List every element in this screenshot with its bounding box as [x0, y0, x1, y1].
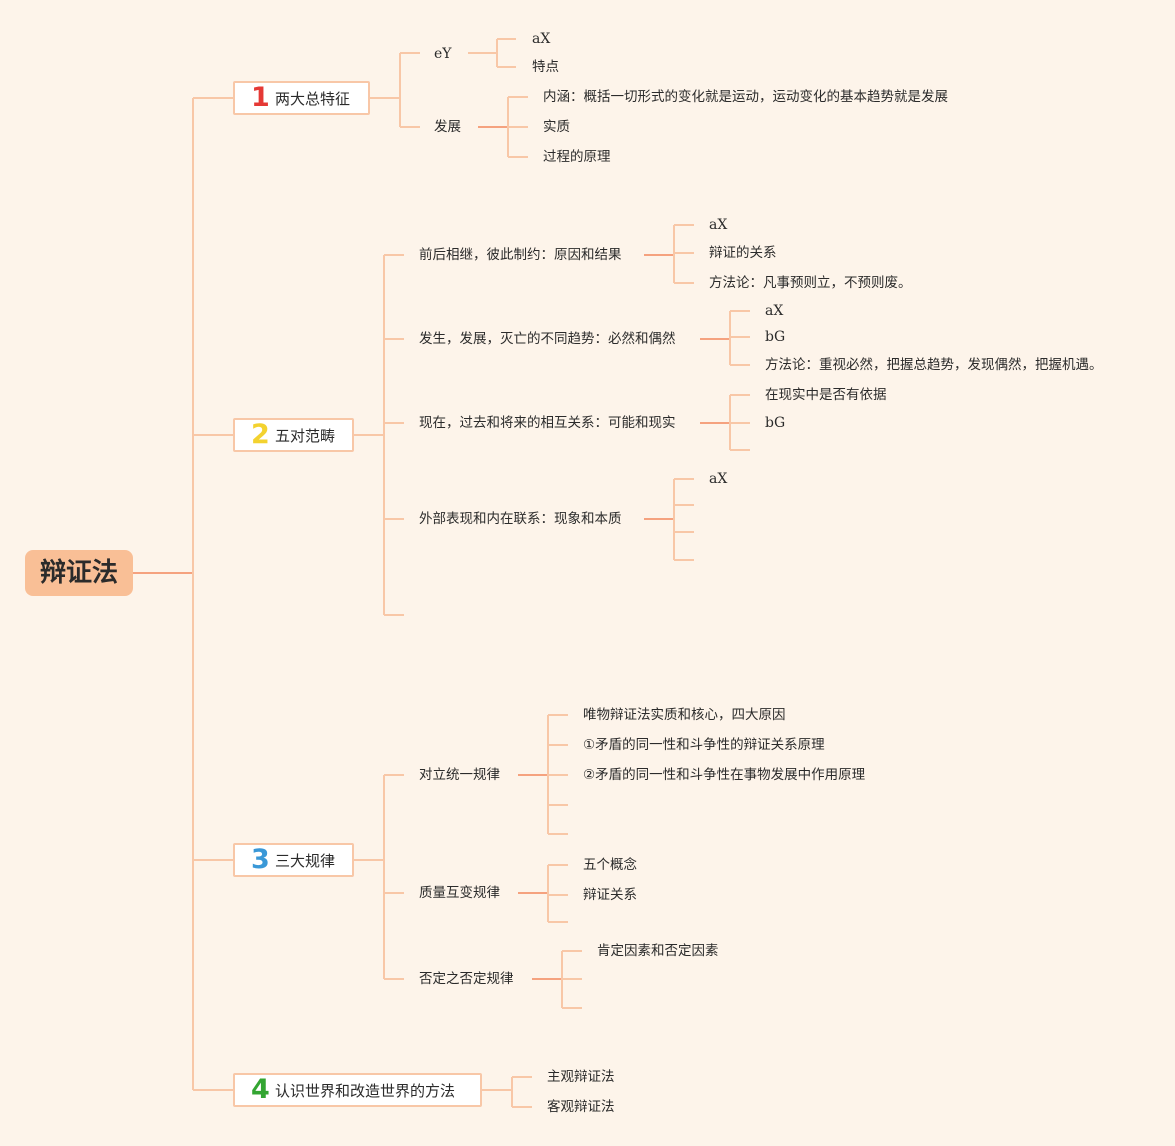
- leaf-node[interactable]: bG: [765, 329, 786, 345]
- topic-node[interactable]: eY: [434, 46, 452, 62]
- leaf-node[interactable]: 辩证的关系: [709, 245, 777, 261]
- branch-label: 认识世界和改造世界的方法: [275, 1081, 456, 1100]
- leaf-node[interactable]: 实质: [543, 119, 570, 135]
- topic-node[interactable]: 质量互变规律: [419, 885, 500, 901]
- number-4-icon: 4: [251, 1074, 270, 1105]
- branch-node-4[interactable]: 4 认识世界和改造世界的方法: [233, 1073, 482, 1107]
- number-1-icon: 1: [251, 82, 270, 113]
- leaf-node[interactable]: 内涵：概括一切形式的变化就是运动，运动变化的基本趋势就是发展: [543, 89, 948, 105]
- leaf-node[interactable]: 主观辩证法: [547, 1069, 615, 1085]
- leaf-node[interactable]: aX: [709, 471, 728, 487]
- leaf-node[interactable]: 唯物辩证法实质和核心，四大原因: [583, 707, 786, 723]
- topic-node[interactable]: 前后相继，彼此制约：原因和结果: [419, 247, 622, 263]
- leaf-node[interactable]: bG: [765, 415, 786, 431]
- leaf-node[interactable]: 客观辩证法: [547, 1099, 615, 1115]
- topic-node[interactable]: 外部表现和内在联系：现象和本质: [419, 511, 622, 527]
- topic-node[interactable]: 否定之否定规律: [419, 971, 514, 987]
- branch-node-1[interactable]: 1 两大总特征: [233, 81, 370, 115]
- leaf-node[interactable]: 辩证关系: [583, 887, 637, 903]
- leaf-node[interactable]: 在现实中是否有依据: [765, 387, 887, 403]
- leaf-node[interactable]: 方法论：凡事预则立，不预则废。: [709, 275, 912, 291]
- leaf-node[interactable]: aX: [532, 31, 551, 47]
- root-node[interactable]: 辩证法: [25, 550, 133, 596]
- topic-node[interactable]: 发生，发展，灭亡的不同趋势：必然和偶然: [419, 331, 676, 347]
- topic-node[interactable]: 现在，过去和将来的相互关系：可能和现实: [419, 415, 676, 431]
- number-3-icon: 3: [251, 844, 270, 875]
- number-2-icon: 2: [251, 419, 270, 450]
- leaf-node[interactable]: ①矛盾的同一性和斗争性的辩证关系原理: [583, 737, 825, 753]
- leaf-node[interactable]: 方法论：重视必然，把握总趋势，发现偶然，把握机遇。: [765, 357, 1103, 373]
- leaf-node[interactable]: 肯定因素和否定因素: [597, 943, 719, 959]
- branch-label: 三大规律: [275, 851, 336, 870]
- leaf-node[interactable]: 过程的原理: [543, 149, 611, 165]
- branch-node-3[interactable]: 3 三大规律: [233, 843, 354, 877]
- leaf-node[interactable]: ②矛盾的同一性和斗争性在事物发展中作用原理: [583, 767, 866, 783]
- leaf-node[interactable]: aX: [765, 303, 784, 319]
- leaf-node[interactable]: 特点: [532, 59, 559, 75]
- topic-node[interactable]: 对立统一规律: [419, 767, 500, 783]
- leaf-node[interactable]: 五个概念: [583, 857, 637, 873]
- branch-label: 两大总特征: [275, 89, 351, 108]
- branch-label: 五对范畴: [275, 426, 336, 445]
- topic-node[interactable]: 发展: [434, 119, 461, 135]
- branch-node-2[interactable]: 2 五对范畴: [233, 418, 354, 452]
- leaf-node[interactable]: aX: [709, 217, 728, 233]
